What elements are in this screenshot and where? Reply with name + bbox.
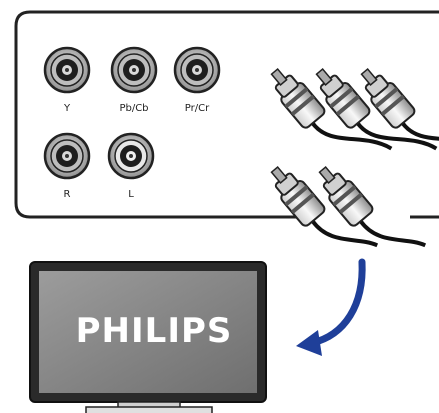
jack-label-pb-cb: Pb/Cb [119,103,149,114]
jack-label-r: R [63,189,71,200]
jack-l [107,132,155,180]
video-plug [270,67,393,151]
jack-pb-cb [110,46,158,94]
video-plug [315,67,438,151]
jack-pr-cr [173,46,221,94]
jack-label-y: Y [63,103,71,114]
jack-y [43,46,91,94]
audio-plug [270,165,379,248]
video-plug [360,67,439,151]
audio-plug [318,165,427,248]
jack-label-l: L [128,189,134,200]
television-icon [29,261,267,413]
jack-r [43,132,91,180]
jack-label-pr-cr: Pr/Cr [184,103,210,114]
device-back-panel [14,10,439,219]
tv-brand-logo: PHILIPS [75,311,233,351]
curved-arrow-icon [296,258,366,356]
